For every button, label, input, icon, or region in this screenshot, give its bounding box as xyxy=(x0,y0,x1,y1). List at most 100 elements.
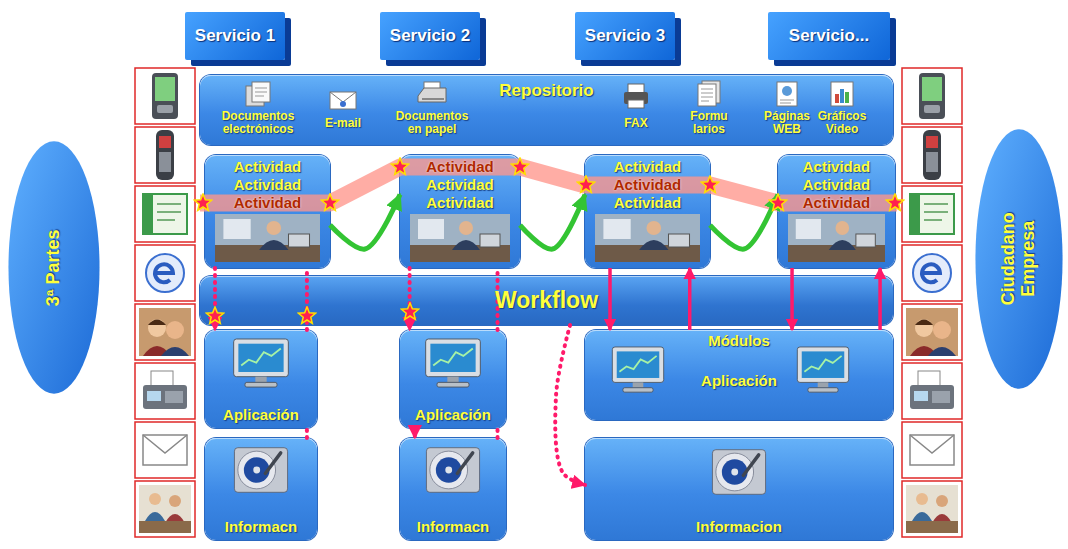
channel-column xyxy=(902,481,962,537)
information-box: Informacion xyxy=(585,438,893,540)
node-text: Actividad xyxy=(234,158,302,176)
channel-column xyxy=(135,422,195,478)
icon-caption: FAX xyxy=(576,117,696,130)
activity-photo xyxy=(595,214,700,262)
data-flow-arrow xyxy=(413,428,417,438)
disk-icon xyxy=(712,450,765,495)
information-box: Informacn xyxy=(400,438,506,540)
caption-slot: Gráficos Video xyxy=(813,110,871,136)
node-text: Aplicación xyxy=(415,406,491,424)
party-name: Ciudadano Empresa xyxy=(999,207,1039,311)
channel-icon xyxy=(919,73,945,119)
activity-photo xyxy=(788,214,885,262)
node-text: Repositorio xyxy=(499,81,593,101)
monitor-icon xyxy=(797,347,848,392)
node-text: Informacn xyxy=(417,518,490,536)
channel-column xyxy=(902,186,962,242)
workflow-band: Workflow xyxy=(200,276,893,325)
node-text: Actividad xyxy=(234,176,302,194)
party-name: 3ª Partes xyxy=(44,229,64,306)
channel-column xyxy=(902,127,962,183)
channel-column xyxy=(135,481,195,537)
channel-icon xyxy=(906,485,958,533)
monitor-icon xyxy=(426,339,481,387)
repository-icon xyxy=(698,81,720,106)
repository-icon xyxy=(831,82,853,106)
channel-column xyxy=(135,68,962,537)
data-flow-arrow xyxy=(608,268,612,330)
repository-icon xyxy=(330,92,356,109)
channel-column xyxy=(135,363,195,419)
node-text: Aplicación xyxy=(701,372,777,390)
node-text: Actividad xyxy=(426,158,494,176)
application-box: MódulosAplicación xyxy=(585,330,893,420)
channel-column xyxy=(902,422,962,478)
node-text: Actividad xyxy=(803,194,871,212)
channel-icon xyxy=(139,73,958,533)
disk-icon xyxy=(234,448,765,495)
channel-column xyxy=(135,245,195,301)
star-marker xyxy=(769,194,786,210)
star-marker xyxy=(577,176,594,192)
sequence-arrow xyxy=(520,195,585,250)
disk-icon xyxy=(426,448,479,493)
activity-photo xyxy=(410,214,510,262)
data-flow-arrow xyxy=(305,268,309,330)
star-marker xyxy=(401,303,418,319)
data-flow-arrow xyxy=(408,268,412,330)
application-box: Aplicación xyxy=(400,330,506,428)
disk-icon xyxy=(234,448,287,493)
channel-icon xyxy=(913,254,951,292)
channel-column xyxy=(902,304,962,360)
caption-slot: FAX xyxy=(576,117,696,130)
channel-column xyxy=(902,68,962,124)
icon-caption: E-mail xyxy=(283,117,403,130)
star-marker xyxy=(511,158,528,174)
service-title: Servicio... xyxy=(789,26,869,46)
data-flow-arrow xyxy=(555,325,585,485)
node-text: Actividad xyxy=(614,158,682,176)
caption-slot: Páginas WEB xyxy=(759,110,815,136)
data-flow-arrow xyxy=(878,268,882,330)
channel-column xyxy=(902,245,962,301)
star-marker xyxy=(194,194,211,210)
node-text: Informacn xyxy=(225,518,298,536)
node-text: Módulos xyxy=(708,332,770,350)
star-marker xyxy=(391,158,408,174)
icon-caption: Documentos en papel xyxy=(389,110,475,136)
node-text: Actividad xyxy=(803,158,871,176)
icon-caption: Formu larios xyxy=(686,110,732,136)
party-ellipse: Ciudadano Empresa xyxy=(975,128,1063,390)
monitor-icon xyxy=(234,339,289,387)
channel-icon xyxy=(139,485,191,533)
activity-box: ActividadActividadActividad xyxy=(400,155,520,268)
node-text: Informacion xyxy=(696,518,782,536)
channel-icon xyxy=(143,194,187,234)
service-box: Servicio 3 xyxy=(575,12,675,60)
node-text: Actividad xyxy=(803,176,871,194)
information-box: Informacn xyxy=(205,438,317,540)
star-marker xyxy=(194,158,903,323)
star-marker xyxy=(886,194,903,210)
star-marker xyxy=(701,176,718,192)
caption-slot: Documentos en papel xyxy=(389,110,475,136)
activity-box: ActividadActividadActividad xyxy=(585,155,710,268)
caption-slot: Documentos electrónicos xyxy=(215,110,301,136)
star-marker xyxy=(321,194,338,210)
data-flow-arrow xyxy=(305,428,309,438)
service-box: Servicio 2 xyxy=(380,12,480,60)
activity-box: ActividadActividadActividad xyxy=(205,155,330,268)
data-flow-arrow xyxy=(496,268,500,330)
monitor-icon xyxy=(234,339,849,392)
node-text: Actividad xyxy=(234,194,302,212)
connector-group xyxy=(215,195,880,485)
channel-column xyxy=(135,127,195,183)
repository-icon xyxy=(418,82,446,102)
caption-slot: Formu larios xyxy=(686,110,732,136)
service-title: Servicio 3 xyxy=(585,26,665,46)
channel-column xyxy=(902,363,962,419)
node-text: Workflow xyxy=(495,287,598,314)
channel-icon xyxy=(146,254,184,292)
activity-box: ActividadActividadActividad xyxy=(778,155,895,268)
